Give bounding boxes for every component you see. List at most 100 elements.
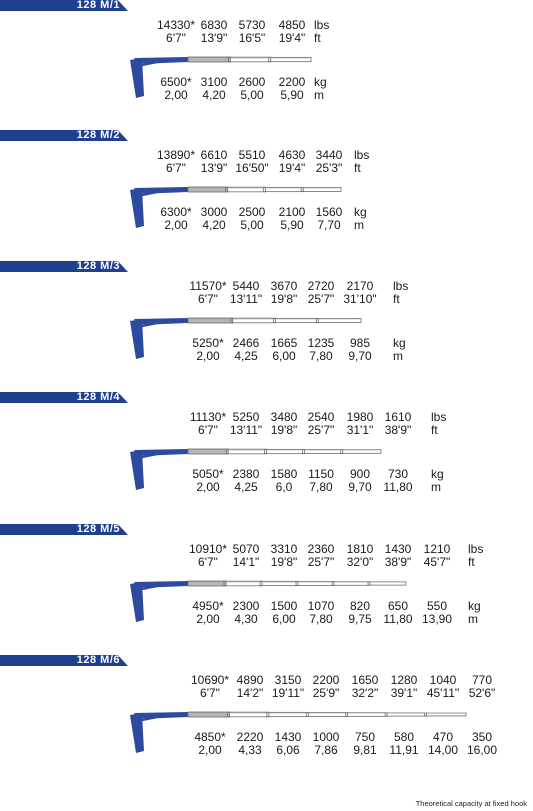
- crane-boom-section: [302, 449, 344, 454]
- crane-column: [130, 450, 144, 490]
- ft-value: 25'9": [312, 686, 340, 700]
- lbs-value: 2200: [312, 673, 340, 687]
- ft-value: 6'7": [166, 31, 186, 45]
- lbs-value: 4850: [278, 18, 306, 32]
- model-name: 128 M/3: [76, 260, 120, 272]
- ft-value: 25'3": [315, 161, 343, 175]
- lbs-value: 770: [471, 673, 493, 687]
- m-value: 4,25: [234, 349, 258, 363]
- crane-boom-section: [263, 186, 304, 193]
- lbs-value: 1610: [384, 410, 412, 424]
- ft-value: 38'9": [384, 423, 412, 437]
- model-name: 128 M/1: [76, 0, 120, 11]
- ft-value: 6'7": [198, 292, 218, 306]
- lbs-value: 2540: [307, 410, 335, 424]
- lbs-value: 11130*: [189, 410, 227, 424]
- crane-boom-section: [225, 448, 267, 455]
- crane-ram: [137, 451, 169, 459]
- unit-lbs: lbs: [468, 542, 484, 556]
- m-value: 7,86: [314, 743, 338, 757]
- model-header-band: 128 M/3: [0, 261, 128, 272]
- ft-value: 16'50": [235, 161, 269, 175]
- ft-value: 6'7": [198, 555, 218, 569]
- ft-value: 19'8": [270, 423, 298, 437]
- crane-boom-section: [225, 186, 266, 193]
- crane-ram: [137, 583, 169, 591]
- m-value: 9,81: [353, 743, 377, 757]
- crane-joint: [155, 318, 161, 324]
- crane-ram: [137, 189, 169, 197]
- ft-value: 31'1": [346, 423, 374, 437]
- lbs-value: 5250: [232, 410, 260, 424]
- kg-value: 985: [349, 336, 371, 350]
- kg-value: 1580: [270, 467, 298, 481]
- ft-value: 13'11": [229, 292, 263, 306]
- m-value: 5,90: [280, 218, 304, 232]
- lbs-value: 1430: [384, 542, 412, 556]
- crane-boom-section: [187, 186, 229, 193]
- lbs-value: 1980: [346, 410, 374, 424]
- kg-value: 5250*: [192, 336, 224, 350]
- m-value: 2,00: [164, 88, 188, 102]
- crane-joint: [155, 57, 161, 63]
- crane-boom-section: [300, 187, 342, 192]
- crane-boom-section: [259, 580, 299, 587]
- unit-kg: kg: [314, 75, 327, 89]
- crane-boom-section: [187, 580, 227, 587]
- unit-ft: ft: [431, 423, 438, 437]
- m-value: 9,70: [348, 480, 372, 494]
- m-value: 9,70: [348, 349, 372, 363]
- crane-boom-section: [227, 56, 272, 63]
- model-header-band: 128 M/4: [0, 392, 128, 403]
- m-value: 9,75: [348, 612, 372, 626]
- m-value: 11,80: [383, 612, 413, 626]
- m-value: 4,33: [238, 743, 262, 757]
- m-value: 11,80: [383, 480, 413, 494]
- crane-boom-section: [305, 712, 349, 717]
- kg-value: 1235: [307, 336, 335, 350]
- crane-column: [130, 582, 144, 622]
- crane-boom-section: [187, 317, 234, 324]
- unit-kg: kg: [431, 467, 444, 481]
- unit-ft: ft: [393, 292, 400, 306]
- kg-value: 1430: [274, 730, 302, 744]
- crane-column: [130, 188, 144, 228]
- model-header-band: 128 M/2: [0, 130, 128, 141]
- kg-value: 1665: [270, 336, 298, 350]
- kg-value: 5050*: [192, 467, 224, 481]
- crane-boom-section: [263, 448, 305, 455]
- ft-value: 16'5": [238, 31, 266, 45]
- lbs-value: 11570*: [189, 279, 227, 293]
- unit-m: m: [468, 612, 478, 626]
- model-header-band: 128 M/5: [0, 524, 128, 535]
- crane-diagram: [130, 711, 467, 753]
- kg-value: 2300: [232, 599, 260, 613]
- ft-value: 14'1": [232, 555, 260, 569]
- unit-ft: ft: [468, 555, 475, 569]
- crane-column: [130, 713, 144, 753]
- model-name: 128 M/2: [76, 129, 120, 141]
- unit-kg: kg: [468, 599, 481, 613]
- crane-diagram: [130, 186, 342, 228]
- model-name: 128 M/4: [76, 391, 120, 403]
- lbs-value: 14330*: [156, 18, 196, 32]
- lbs-value: 2170: [346, 279, 374, 293]
- m-value: 7,80: [309, 480, 333, 494]
- kg-value: 350: [471, 730, 493, 744]
- lbs-value: 3440: [315, 148, 343, 162]
- ft-value: 25'7": [307, 423, 335, 437]
- m-value: 11,91: [389, 743, 419, 757]
- unit-ft: ft: [354, 161, 361, 175]
- ft-value: 6'7": [200, 686, 220, 700]
- crane-diagram: [130, 317, 362, 359]
- kg-value: 4850*: [194, 730, 226, 744]
- ft-value: 25'7": [307, 555, 335, 569]
- lbs-value: 13890*: [156, 148, 196, 162]
- m-value: 4,25: [234, 480, 258, 494]
- unit-m: m: [393, 349, 403, 363]
- kg-value: 470: [432, 730, 454, 744]
- m-value: 13,90: [421, 612, 453, 626]
- kg-value: 2100: [278, 205, 306, 219]
- kg-value: 1150: [308, 467, 334, 481]
